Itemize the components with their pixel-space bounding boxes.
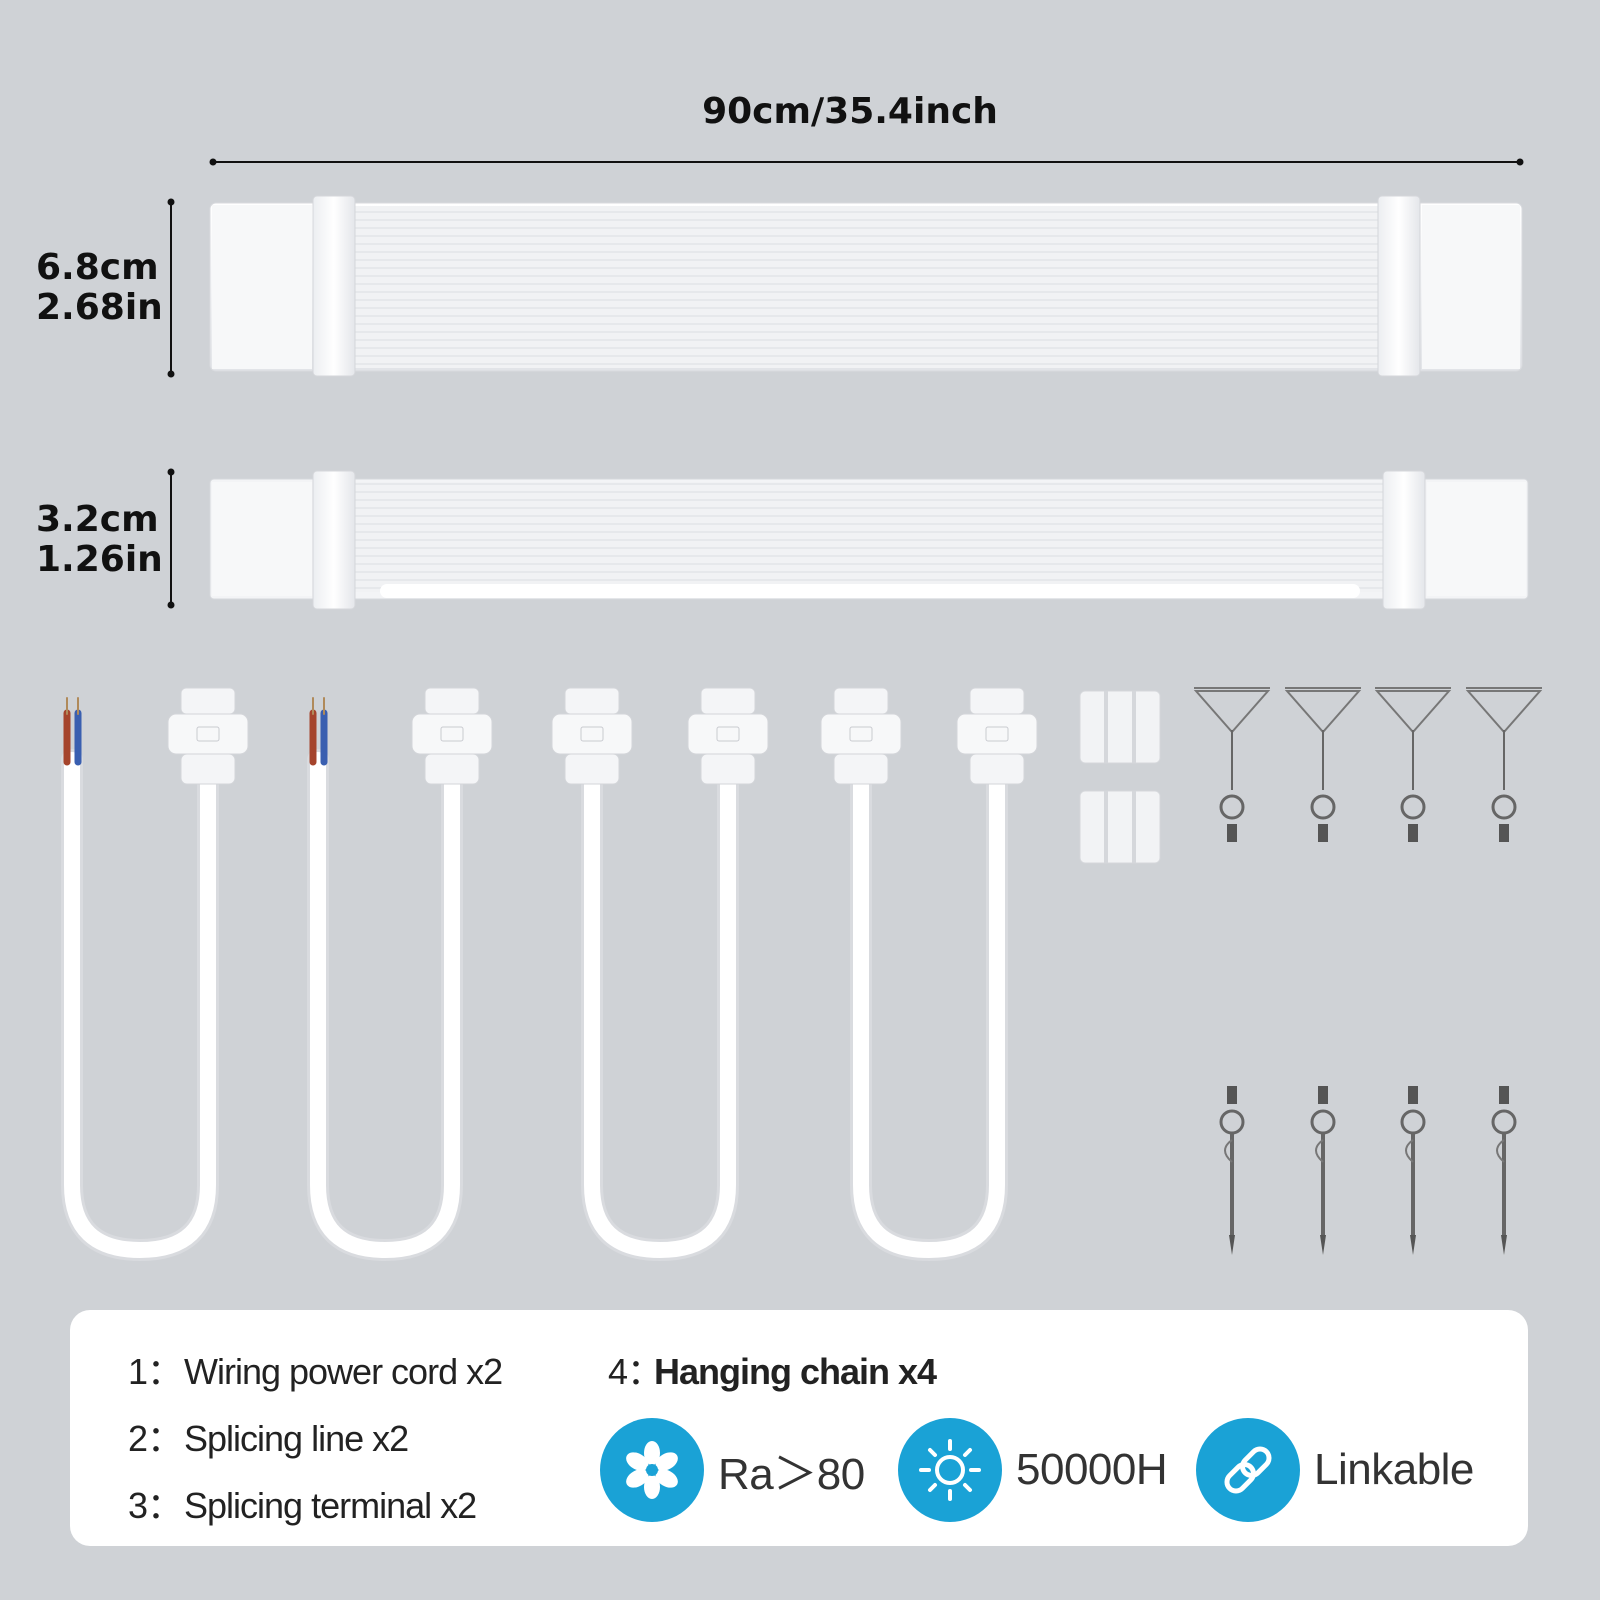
connector-plug — [956, 687, 1038, 785]
item-number: 2： — [128, 1418, 183, 1459]
item-label: Splicing line x2 — [184, 1418, 409, 1459]
side-height-dimension-line — [167, 468, 175, 609]
item-number: 4： — [608, 1351, 663, 1392]
splicing-terminal-1 — [1079, 690, 1161, 764]
feature-linkable: Linkable — [1196, 1418, 1474, 1522]
feature-color-rendering: Ra＞80 — [600, 1418, 865, 1522]
item-label: Hanging chain x4 — [654, 1351, 937, 1392]
hanging-chain — [1193, 687, 1271, 1255]
item-number: 3： — [128, 1485, 183, 1526]
wiring-power-cord-2 — [307, 697, 463, 1262]
hanging-chains — [1193, 687, 1543, 1255]
connector-plug — [687, 687, 769, 785]
hanging-chain — [1284, 687, 1362, 1255]
item-label: Splicing terminal x2 — [184, 1485, 477, 1526]
cable-connectors — [167, 687, 1038, 785]
flower-icon — [600, 1418, 704, 1522]
splicing-terminal-2 — [1079, 790, 1161, 864]
splicing-terminals — [1079, 690, 1161, 864]
length-dimension-line — [209, 158, 1524, 166]
wiring-power-cord-1 — [61, 697, 219, 1262]
contents-item-hanging-chain: 4：Hanging chain x4 — [608, 1343, 937, 1395]
connector-plug — [820, 687, 902, 785]
front-height-dimension-line — [167, 198, 175, 378]
contents-item-power-cord: 1：Wiring power cord x2 — [128, 1343, 503, 1395]
front-height-cm: 6.8cm — [36, 247, 159, 288]
splicing-line-2 — [850, 769, 1008, 1262]
connector-plug — [551, 687, 633, 785]
front-height-dimension-label: 6.8cm 2.68in — [36, 248, 166, 327]
contents-item-splicing-terminal: 3：Splicing terminal x2 — [128, 1477, 477, 1529]
length-dimension-label: 90cm/35.4inch — [702, 91, 998, 132]
package-contents-panel — [70, 1310, 1528, 1546]
splicing-line-1 — [581, 769, 739, 1262]
item-label: Wiring power cord x2 — [184, 1351, 503, 1392]
light-bar-front-view — [209, 195, 1523, 377]
sun-icon — [898, 1418, 1002, 1522]
light-bar-side-view — [209, 470, 1529, 610]
feature-label: Linkable — [1314, 1445, 1474, 1494]
side-height-in: 1.26in — [36, 538, 163, 580]
hanging-chain — [1374, 687, 1452, 1255]
front-height-in: 2.68in — [36, 286, 163, 328]
contents-item-splicing-line: 2：Splicing line x2 — [128, 1410, 409, 1462]
hanging-chain — [1465, 687, 1543, 1255]
feature-label: Ra＞80 — [718, 1450, 865, 1499]
side-height-cm: 3.2cm — [36, 499, 159, 540]
item-number: 1： — [128, 1351, 183, 1392]
feature-label: 50000H — [1016, 1445, 1168, 1494]
connector-plug — [411, 687, 493, 785]
connector-plug — [167, 687, 249, 785]
link-icon — [1196, 1418, 1300, 1522]
feature-lifespan: 50000H — [898, 1418, 1168, 1522]
side-height-dimension-label: 3.2cm 1.26in — [36, 500, 166, 579]
